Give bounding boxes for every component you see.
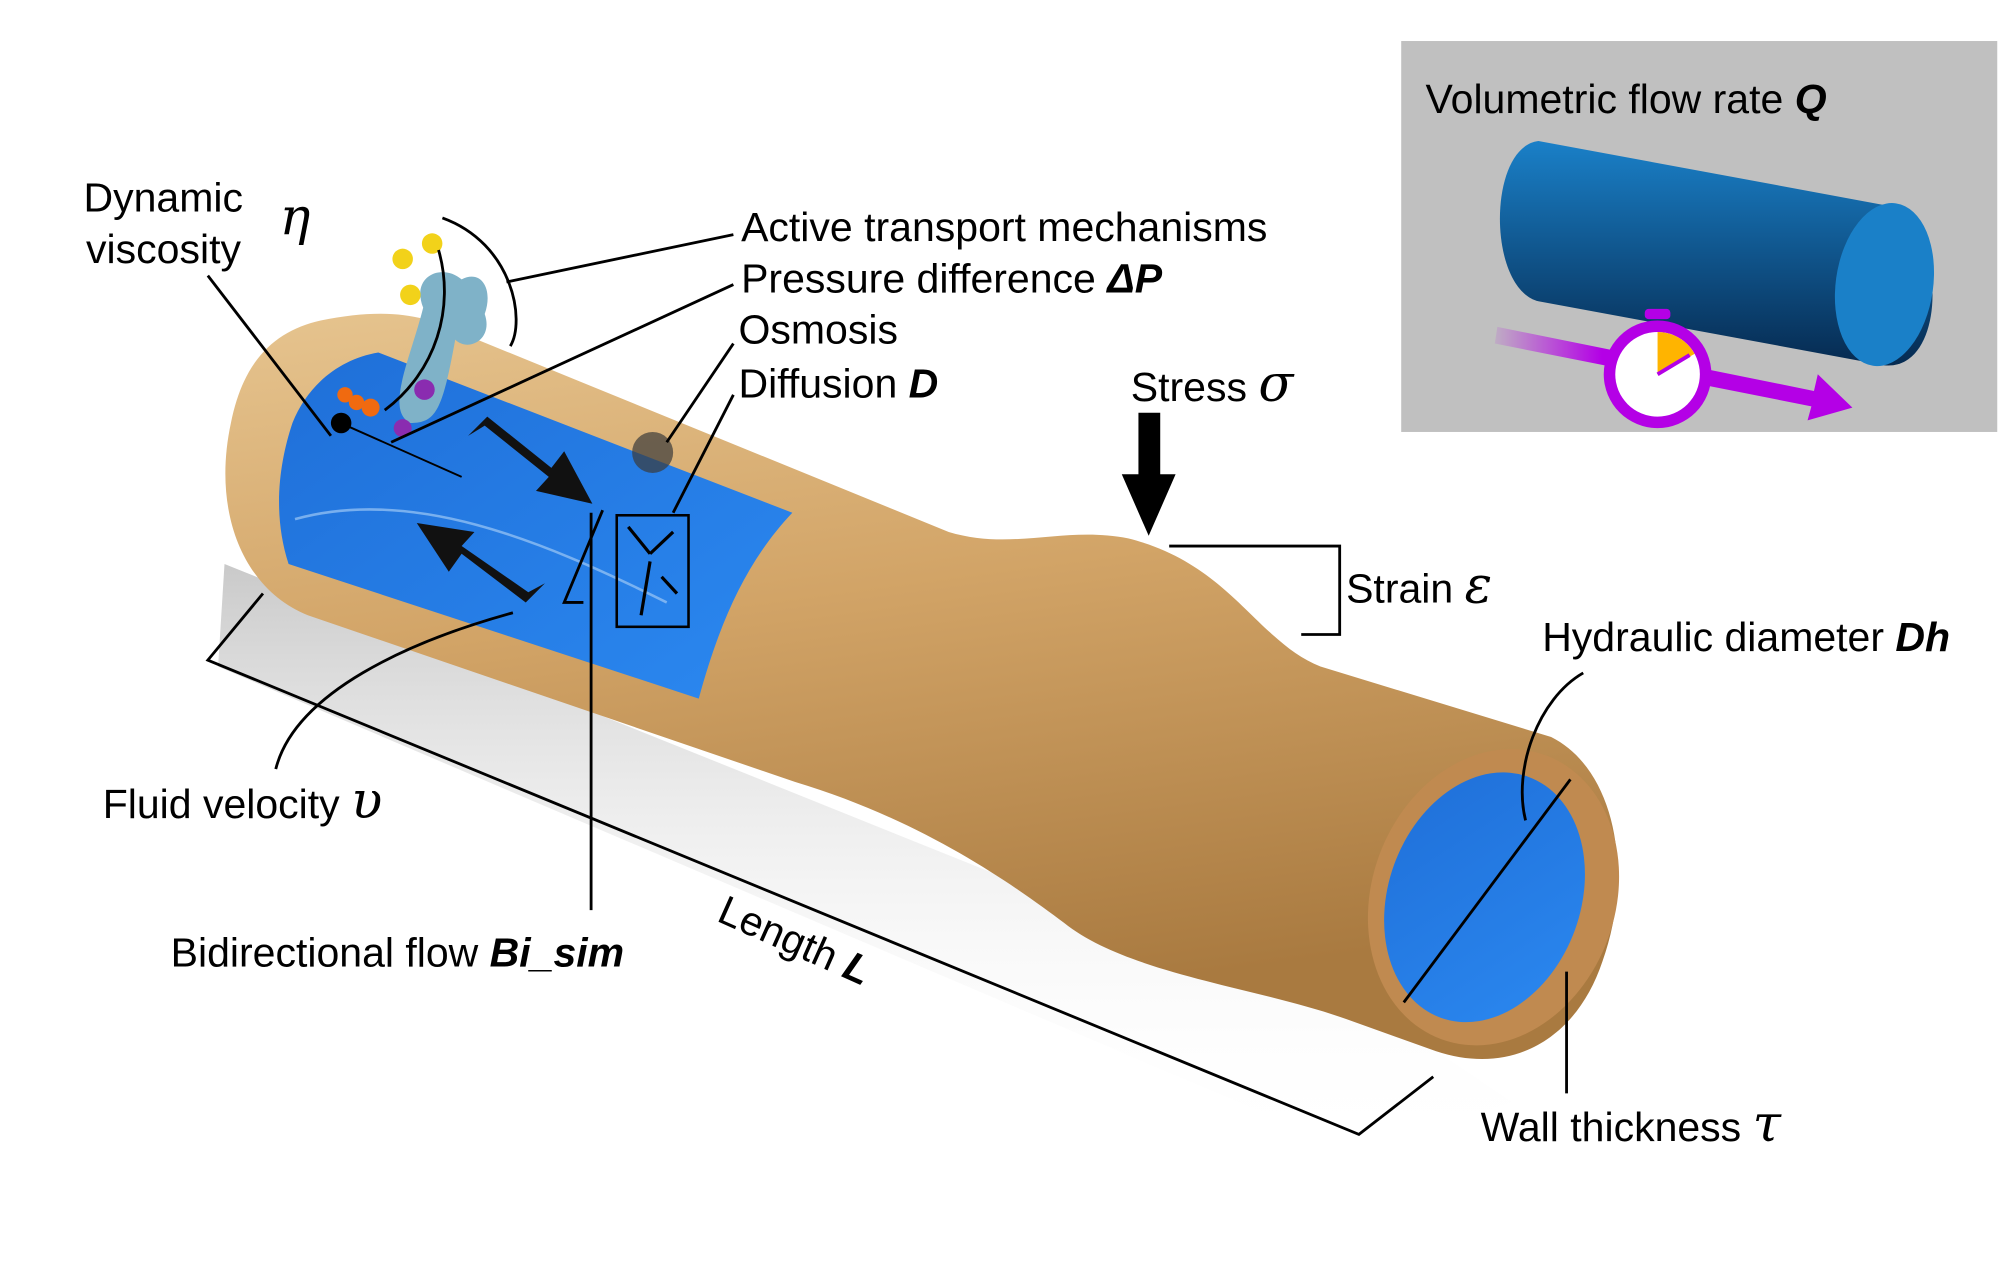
bidirectional-flow-text: Bidirectional flow bbox=[171, 929, 490, 975]
label-dynamic-viscosity-2: viscosity bbox=[86, 226, 241, 272]
symbol-tau: τ bbox=[1753, 1094, 1783, 1154]
cutaway-fluid bbox=[279, 352, 793, 699]
stress-arrow-icon bbox=[1121, 412, 1176, 536]
hydraulic-diameter-text: Hydraulic diameter bbox=[1542, 614, 1895, 660]
stopwatch-hand bbox=[1656, 353, 1691, 376]
solute-orange bbox=[348, 394, 365, 411]
solute-purple bbox=[393, 419, 412, 438]
symbol-eta: η bbox=[280, 188, 311, 248]
hydraulic-diameter-line bbox=[1402, 778, 1572, 1004]
label-bidirectional-flow: Bidirectional flow Bi_sim bbox=[171, 929, 624, 975]
label-hydraulic-diameter: Hydraulic diameter Dh bbox=[1542, 614, 1950, 660]
solute-orange bbox=[337, 387, 353, 403]
wall-thickness-text: Wall thickness bbox=[1481, 1104, 1753, 1150]
solute-purple bbox=[414, 379, 435, 400]
label-wall-thickness: Wall thickness τ bbox=[1481, 1094, 1783, 1154]
solute-orange bbox=[361, 398, 380, 417]
stress-text: Stress bbox=[1131, 364, 1259, 410]
solute-yellow bbox=[421, 233, 443, 254]
inset-title-text: Volumetric flow rate bbox=[1426, 76, 1795, 122]
solute-yellow bbox=[400, 284, 421, 306]
symbol-bi-sim: Bi_sim bbox=[490, 929, 624, 975]
symbol-q: Q bbox=[1795, 76, 1827, 122]
diffusion-box bbox=[615, 514, 690, 629]
label-pressure-difference: Pressure difference ΔP bbox=[741, 255, 1163, 301]
label-dynamic-viscosity-1: Dynamic bbox=[84, 175, 243, 221]
fluid-cylinder bbox=[1499, 141, 1933, 366]
label-strain: Strain ε bbox=[1346, 555, 1492, 615]
diffusion-arrows-icon bbox=[627, 525, 679, 616]
flow-arrow-forward bbox=[468, 416, 593, 504]
label-stress: Stress σ bbox=[1131, 354, 1296, 414]
tube-shadow bbox=[218, 564, 1513, 1154]
viscosity-particle bbox=[330, 412, 352, 434]
fluid-highlight bbox=[294, 508, 668, 604]
label-osmosis: Osmosis bbox=[739, 307, 898, 353]
symbol-d: D bbox=[909, 360, 939, 406]
symbol-epsilon: ε bbox=[1465, 555, 1493, 615]
symbol-sigma: σ bbox=[1258, 354, 1295, 414]
symbol-delta-p: ΔP bbox=[1105, 255, 1163, 301]
symbol-upsilon: υ bbox=[351, 771, 382, 831]
transport-arrow bbox=[383, 249, 446, 412]
solute-yellow bbox=[392, 248, 413, 270]
stopwatch-button bbox=[1644, 308, 1671, 320]
strain-text: Strain bbox=[1346, 565, 1464, 611]
symbol-dh: Dh bbox=[1895, 614, 1950, 660]
inset-title: Volumetric flow rate Q bbox=[1426, 76, 1827, 122]
fluid-cylinder-end bbox=[1834, 203, 1935, 367]
flow-arrow-backward bbox=[416, 522, 545, 603]
inset-volumetric-flow-rate: Volumetric flow rate Q bbox=[1401, 41, 1998, 432]
stopwatch-elapsed-sector bbox=[1657, 331, 1695, 375]
osmosis-particle bbox=[632, 431, 674, 473]
label-fluid-velocity: Fluid velocity υ bbox=[103, 771, 383, 831]
fluid-velocity-text: Fluid velocity bbox=[103, 781, 351, 827]
label-active-transport: Active transport mechanisms bbox=[741, 204, 1267, 250]
leader-lines bbox=[205, 216, 1584, 1137]
diffusion-text: Diffusion bbox=[739, 360, 909, 406]
label-diffusion: Diffusion D bbox=[739, 360, 939, 406]
pressure-difference-text: Pressure difference bbox=[741, 255, 1107, 301]
